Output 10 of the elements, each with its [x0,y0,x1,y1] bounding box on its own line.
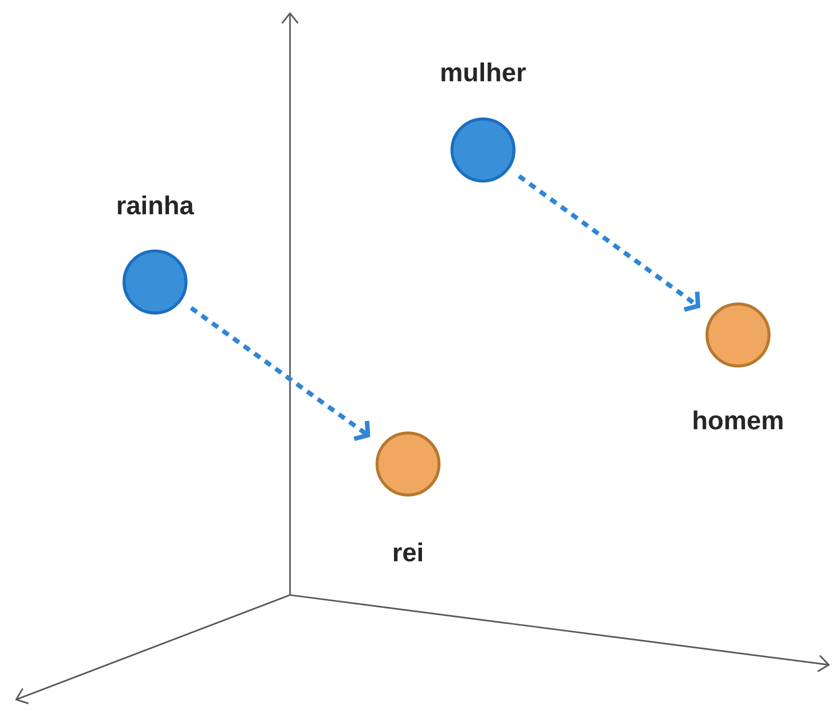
word-label: rei [394,542,422,562]
word-label: rainha [118,196,194,214]
arrow [190,306,370,441]
word-label: mulher [442,62,526,82]
point-circle [706,302,770,368]
arrow [518,174,700,312]
point-circle [450,118,516,182]
point-circle [376,432,440,496]
word-label: homem [694,410,782,430]
point-circle [122,250,188,314]
